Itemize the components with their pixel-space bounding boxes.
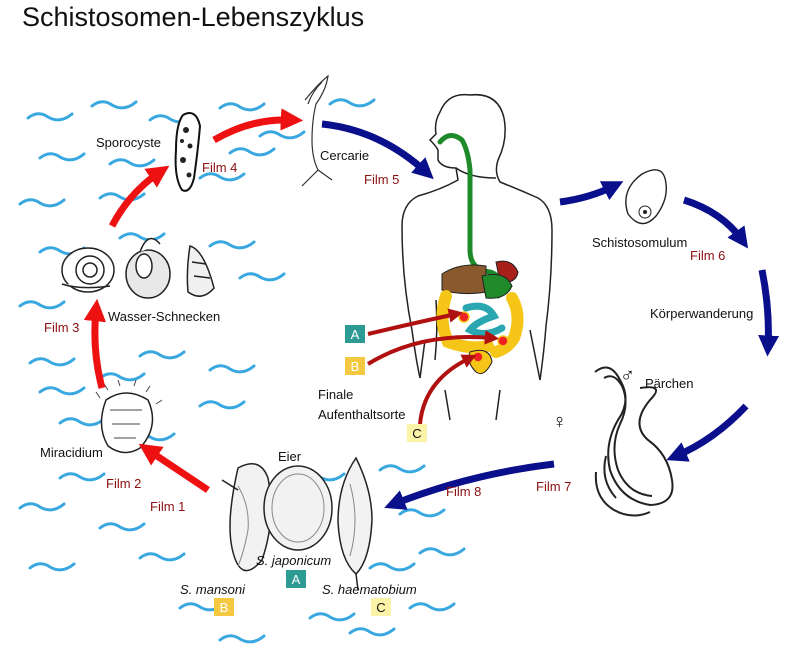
arrow-cercaria-to-human [321,120,434,180]
label-film4: Film 4 [202,160,237,175]
large-intestine [436,290,524,358]
liver [441,264,487,295]
diagram-title: Schistosomen-Lebenszyklus [22,2,364,32]
infection-site-dot [497,335,509,347]
svg-text:B: B [220,600,229,615]
label-miracidium: Miracidium [40,445,103,460]
small-intestine [462,302,506,337]
label-s-mansoni: S. mansoni [180,582,246,597]
snail-round [125,237,171,299]
label-s-haematobium: S. haematobium [322,582,417,597]
badge-a-eggs: A [286,570,306,588]
label-finale: Finale [318,387,353,402]
label-aufenthaltsorte: Aufenthaltsorte [318,407,405,422]
sporocyst-figure [174,112,202,192]
snails-figure [61,237,215,299]
badge-c-eggs: C [371,598,391,616]
arrow-sporocyst-to-cercaria [212,108,304,144]
svg-text:C: C [412,426,421,441]
egg-haematobium [337,456,373,591]
label-sporocyste: Sporocyste [96,135,161,150]
label-film3: Film 3 [44,320,79,335]
label-paerchen: Pärchen [645,376,693,391]
label-koerperwanderung: Körperwanderung [650,306,753,321]
label-wasser-schnecken: Wasser-Schnecken [108,309,220,324]
female-symbol: ♀ [552,411,567,433]
infection-site-dot [458,311,470,323]
arrow-migration-down [758,269,780,357]
label-film8: Film 8 [446,484,481,499]
svg-text:A: A [292,572,301,587]
arrow-schistosomulum-to-migration [682,196,749,249]
label-film1: Film 1 [150,499,185,514]
arrow-snails-to-sporocyst [108,165,170,228]
worm-pair-figure [594,366,674,517]
male-symbol: ♂ [620,365,635,387]
arrow-eggs-to-miracidium [138,443,210,493]
egg-mansoni [221,463,272,572]
svg-text:B: B [351,359,360,374]
svg-text:A: A [351,327,360,342]
arrow-to-worm-pair [666,403,749,462]
badge-a-body: A [345,325,365,343]
cercaria-figure [301,74,333,187]
pointer-a [367,308,464,336]
badge-c-body: C [407,424,427,442]
snail-conical [186,245,215,297]
pointer-b [366,330,500,366]
stomach [481,273,513,299]
human-body-figure [401,93,553,421]
label-s-japonicum: S. japonicum [256,553,331,568]
miracidium-figure [95,379,163,454]
svg-text:C: C [376,600,385,615]
arrow-worm-pair-to-eggs [384,460,555,510]
badge-b-body: B [345,357,365,375]
infection-site-dot [472,351,484,363]
label-cercarie: Cercarie [320,148,369,163]
egg-japonicum [263,465,333,551]
arrow-human-to-schistosomulum [559,181,624,206]
snail-planorbid [61,247,115,293]
label-eier: Eier [278,449,302,464]
label-film6: Film 6 [690,248,725,263]
badge-b-eggs: B [214,598,234,616]
schistosomulum-figure [625,169,667,225]
label-film7: Film 7 [536,479,571,494]
label-film2: Film 2 [106,476,141,491]
eggs-figure [221,456,373,591]
arrow-miracidium-to-snails [83,298,107,389]
pointer-c [418,354,477,425]
label-schistosomulum: Schistosomulum [592,235,687,250]
label-film5: Film 5 [364,172,399,187]
